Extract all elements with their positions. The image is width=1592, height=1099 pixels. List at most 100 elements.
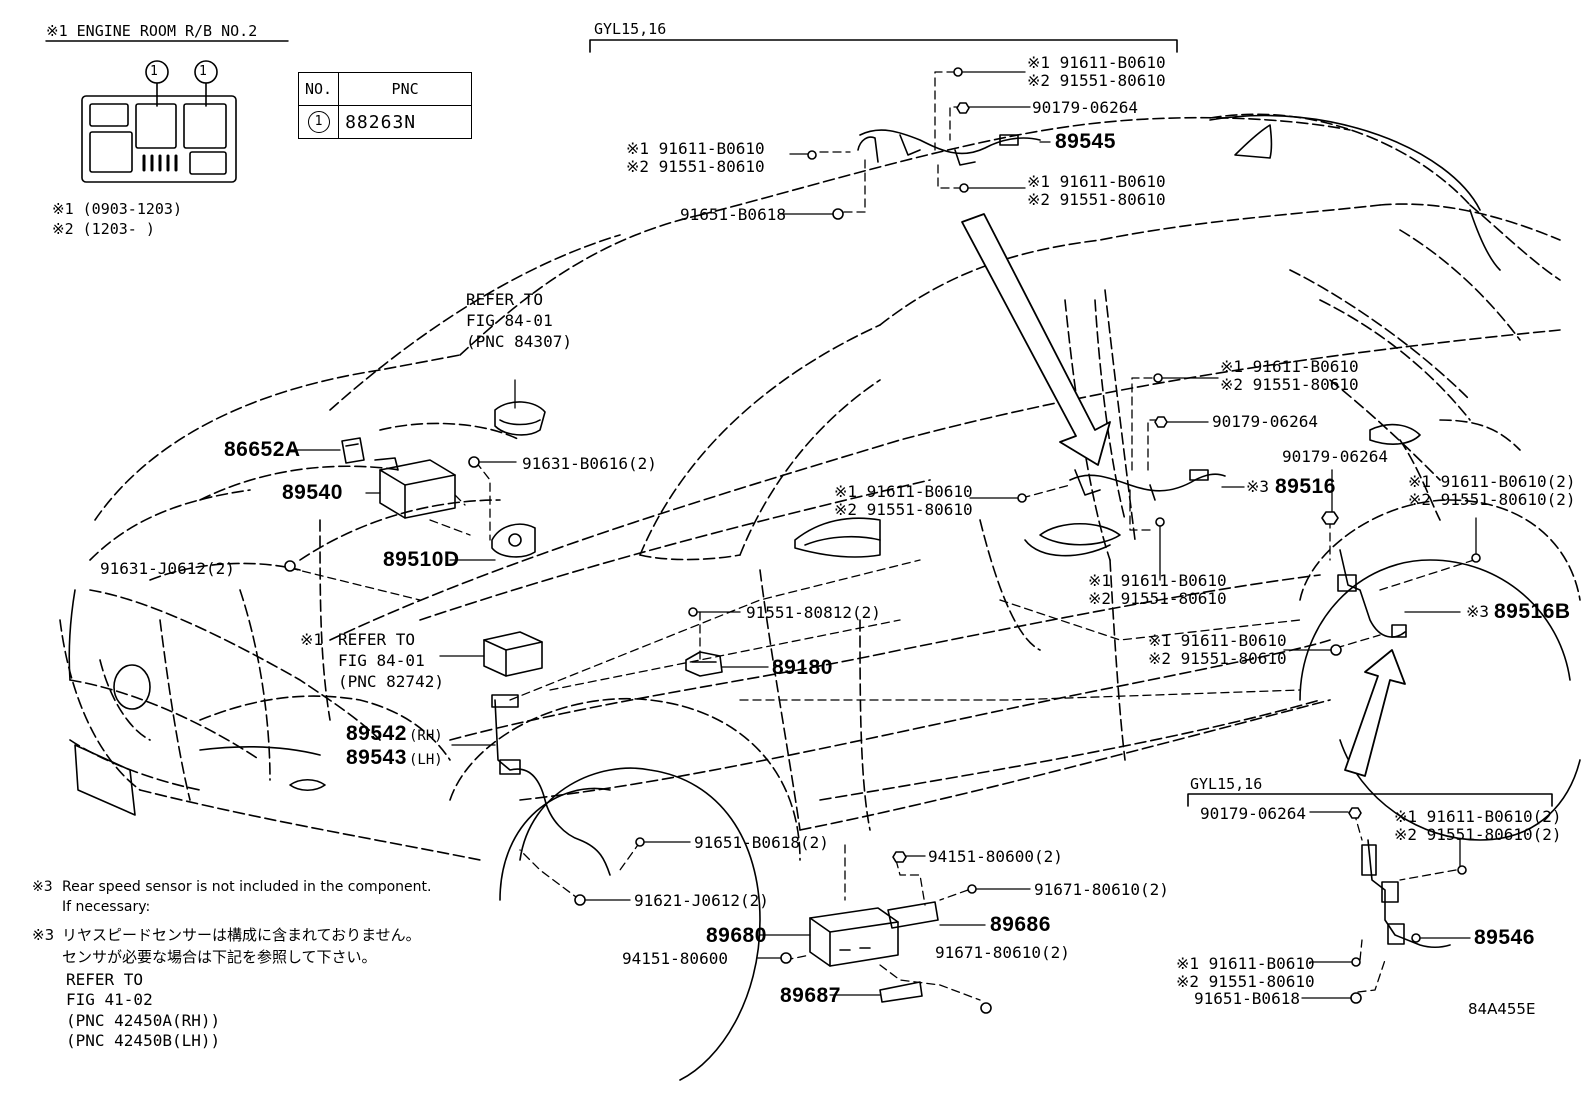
side-lh: (LH) (409, 752, 443, 768)
fastener-label: 90179-06264 (1282, 447, 1388, 466)
part-number-89516B: 89516B (1494, 600, 1571, 623)
fastener-label: 91621-J0612(2) (634, 891, 769, 910)
engine-room-title: ※1 ENGINE ROOM R/B NO.2 (46, 22, 258, 40)
pnc-header-no: NO. (297, 72, 340, 106)
harness-89516 (1069, 469, 1226, 501)
reference-line: FIG 84-01 (466, 311, 553, 330)
part-82742 (483, 631, 543, 677)
fastener-label: 91651-B0618(2) (694, 833, 829, 852)
fastener-label: 90179-06264 (1212, 412, 1318, 431)
fastener-label: ※2 91551-80610 (1148, 649, 1287, 668)
part-number-89516: 89516 (1275, 475, 1336, 498)
fastener-label: ※2 91551-80610 (626, 157, 765, 176)
part-number-89540: 89540 (282, 481, 343, 504)
variant-bracket-bottom (1187, 793, 1553, 807)
part-84307 (494, 401, 546, 436)
fastener-label: ※1 91611-B0610 (626, 139, 765, 158)
sensor-89542 (491, 694, 611, 876)
fastener-label: ※1 91611-B0610(2) (1408, 472, 1576, 491)
variant-bracket-top (589, 39, 1178, 53)
fastener-label: 91671-80610(2) (1034, 880, 1169, 899)
fastener-label: 90179-06264 (1200, 804, 1306, 823)
fastener-label: ※2 91551-80610 (1088, 589, 1227, 608)
fastener-label: ※2 91551-80610(2) (1408, 490, 1576, 509)
variant-label-bottom: GYL15,16 (1190, 775, 1263, 793)
fastener-label: 91651-B0618 (1194, 989, 1300, 1008)
fastener-label: ※2 91551-80610 (834, 500, 973, 519)
part-number-89542: 89542 (346, 722, 407, 745)
part-89510D (491, 523, 536, 558)
fastener-label: ※1 91611-B0610 (1088, 571, 1227, 590)
fastener-label: ※1 91611-B0610 (834, 482, 973, 501)
note-mark: ※3 (32, 879, 53, 895)
fastener-label: 91631-J0612(2) (100, 559, 235, 578)
relay-circle-label-1: 1 (150, 64, 158, 79)
note-reference: REFER TO (66, 970, 144, 989)
variant-label-top: GYL15,16 (594, 20, 667, 38)
fastener-label: 91651-B0618 (680, 205, 786, 224)
reference-line: REFER TO (466, 290, 544, 309)
note-mark: ※1 (300, 630, 324, 649)
part-89180 (685, 651, 723, 677)
fastener-label: ※2 91551-80610 (1220, 375, 1359, 394)
note-japanese-line: リヤスピードセンサーは構成に含まれておりません。 (62, 926, 421, 944)
fastener-label: 94151-80600 (622, 949, 728, 968)
fastener-label: 90179-06264 (1032, 98, 1138, 117)
reference-line: REFER TO (338, 630, 416, 649)
figure-code: 84A455E (1468, 1000, 1536, 1018)
part-number-89680: 89680 (706, 924, 767, 947)
fastener-label: ※1 91611-B0610 (1027, 172, 1166, 191)
date-note-2: ※2 (1203- ) (52, 220, 155, 238)
pnc-row-value: 88263N (338, 105, 473, 139)
part-number-89545: 89545 (1055, 130, 1116, 153)
part-number-89687: 89687 (780, 984, 841, 1007)
note-mark: ※3 (1466, 602, 1490, 621)
part-number-89180: 89180 (772, 656, 833, 679)
part-89680 (809, 907, 899, 967)
pnc-header-pnc: PNC (338, 72, 473, 106)
part-89687 (879, 981, 923, 1003)
fastener-label: ※1 91611-B0610(2) (1394, 807, 1562, 826)
car-solid-edges (68, 114, 1581, 1081)
reference-line: FIG 84-01 (338, 651, 425, 670)
relay-block-drawing (81, 60, 237, 183)
pointer-arrows (961, 213, 1406, 777)
part-number-89510D: 89510D (383, 548, 460, 571)
note-english-line: If necessary: (62, 899, 151, 915)
fastener-label: 94151-80600(2) (928, 847, 1063, 866)
reference-line: (PNC 82742) (338, 672, 444, 691)
fastener-label: ※2 91551-80610 (1027, 71, 1166, 90)
assembly-lines (289, 71, 1475, 1001)
note-reference: (PNC 42450A(RH)) (66, 1011, 221, 1030)
note-mark: ※3 (32, 926, 55, 944)
fastener-label: ※1 91611-B0610 (1027, 53, 1166, 72)
fastener-label: 91631-B0616(2) (522, 454, 657, 473)
part-89540 (374, 457, 456, 519)
note-english-line: Rear speed sensor is not included in the… (62, 879, 432, 895)
fastener-label: ※2 91551-80610(2) (1394, 825, 1562, 844)
fastener-label: ※2 91551-80610 (1176, 972, 1315, 991)
fastener-label: ※1 91611-B0610 (1220, 357, 1359, 376)
harness-89545 (857, 129, 1041, 166)
car-body-outline (59, 113, 1581, 861)
fastener-label: ※1 91611-B0610 (1148, 631, 1287, 650)
fastener-label: ※1 91611-B0610 (1176, 954, 1315, 973)
note-mark: ※3 (1246, 477, 1270, 496)
note-reference: FIG 41-02 (66, 990, 153, 1009)
fastener-symbols (284, 67, 1481, 1014)
part-number-89546: 89546 (1474, 926, 1535, 949)
date-note-1: ※1 (0903-1203) (52, 200, 182, 218)
note-reference: (PNC 42450B(LH)) (66, 1031, 221, 1050)
leader-lines (289, 71, 1477, 999)
part-86652A (341, 437, 365, 464)
note-japanese-line: センサが必要な場合は下記を参照して下さい。 (62, 948, 377, 966)
part-number-89543: 89543 (346, 746, 407, 769)
part-89686 (887, 901, 939, 929)
reference-line: (PNC 84307) (466, 332, 572, 351)
fastener-label: ※2 91551-80610 (1027, 190, 1166, 209)
part-number-89686: 89686 (990, 913, 1051, 936)
sensor-89516B (1337, 549, 1407, 638)
fastener-label: 91671-80610(2) (935, 943, 1070, 962)
